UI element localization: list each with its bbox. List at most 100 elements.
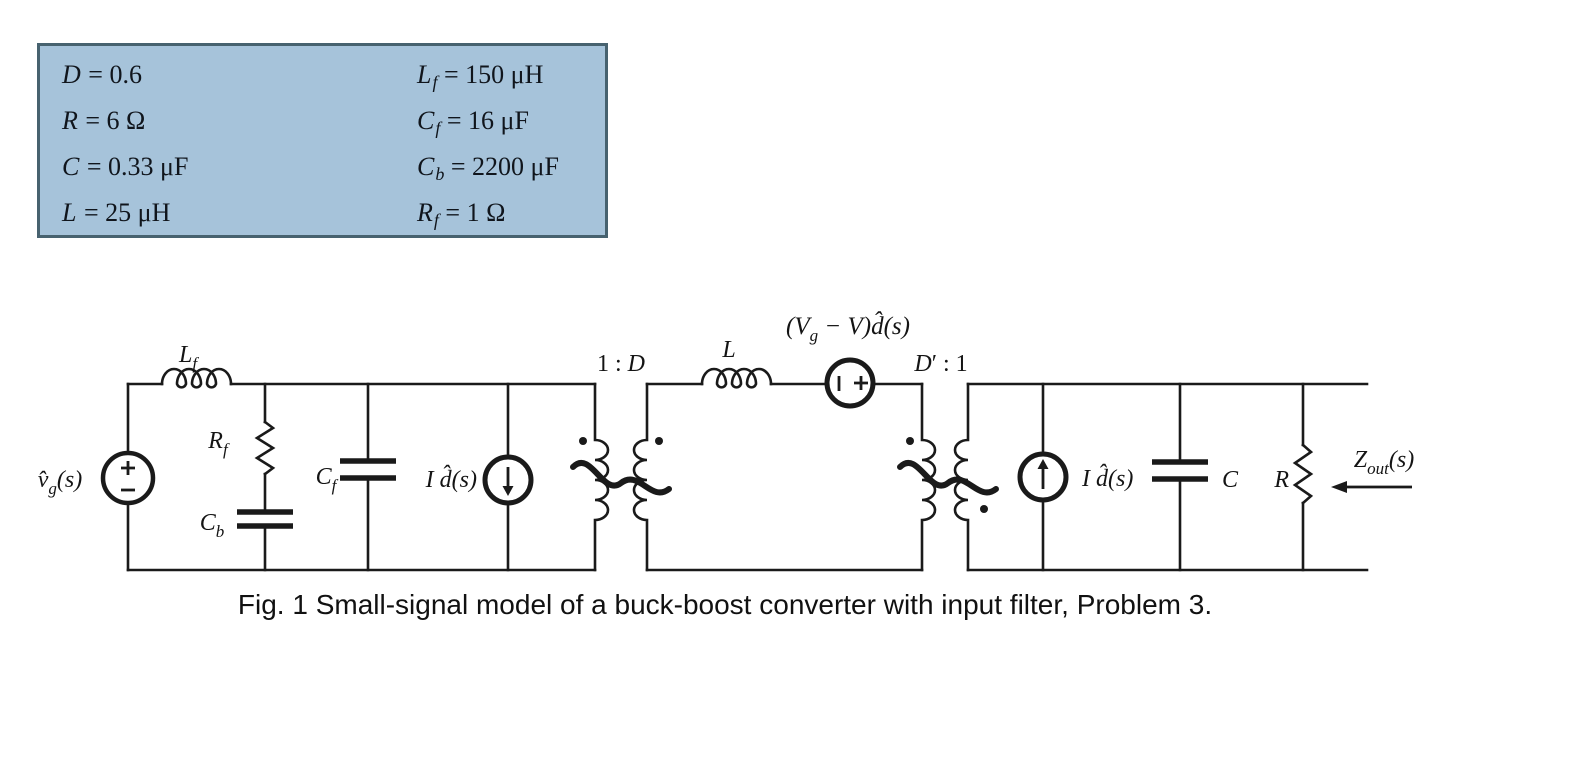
label-part: R [207,428,223,454]
parameter-column-left: D = 0.6 R = 6 Ω C = 0.33 μF L = 25 μH [62,52,188,236]
param-sub: b [435,163,445,184]
label-lf: Lf [178,342,199,373]
label-part: Z [1354,447,1368,473]
winding-secondary [632,382,649,572]
resistor-rf [254,420,276,476]
resistor-zigzag [254,420,276,476]
circuit-wires [126,382,1369,572]
winding-primary [920,382,937,572]
label-sub: f [223,440,230,459]
label-part: d̂(s) [871,311,910,340]
capacitor-c [1152,459,1208,482]
label-zout: Zout(s) [1354,447,1414,478]
param-var: C [417,152,435,181]
voltage-source-vg-minus-v [824,357,876,409]
arrow-up-icon [1037,459,1049,469]
figure-caption: Fig. 1 Small-signal model of a buck-boos… [237,589,1213,620]
label-vg: v̂g(s) [38,467,82,498]
label-turns-ratio-d1: D′ : 1 [913,351,967,377]
label-sub: out [1367,459,1390,478]
label-cf: Cf [316,464,339,495]
param-sub: f [435,117,441,138]
param-var: L [62,198,77,227]
label-r: R [1273,467,1289,493]
label-part: C [316,464,333,490]
source-circle [824,357,876,409]
param-var: R [62,106,78,135]
label-part: 1 : [597,351,628,377]
current-source-id-left [482,454,534,506]
label-part: D [913,351,931,377]
label-part: ′ : 1 [932,351,968,377]
param-value: = 150 μH [437,60,544,89]
param-value: = 6 Ω [78,106,146,135]
param-value: = 25 μH [77,198,171,227]
label-part: (s) [1389,447,1414,473]
label-part: L [178,342,192,368]
inductor-lf [160,367,233,389]
plus-icon [121,461,135,475]
ideal-transformer-squiggle [570,460,672,496]
label-sub: f [332,476,339,495]
label-part: − V) [818,313,871,340]
label-turns-ratio-1d: 1 : D [597,351,645,377]
param-row-D: D = 0.6 [62,52,188,98]
winding-secondary [953,382,970,572]
param-var: D [62,60,81,89]
winding-primary [593,382,610,572]
ideal-transformer-squiggle [897,460,999,496]
label-part: v̂ [38,467,49,493]
label-sub: b [216,522,225,541]
label-id-left: I d̂(s) [425,465,477,493]
capacitor-cb [237,509,293,529]
param-value: = 16 μF [440,106,529,135]
label-sub: f [192,354,199,373]
label-cb: Cb [200,510,225,541]
label-part: C [200,510,217,536]
param-sub: f [433,209,439,230]
arrow-down-icon [502,486,514,496]
polarity-dot [655,437,663,445]
label-rf: Rf [207,428,230,459]
label-id-right: I d̂(s) [1081,464,1133,492]
voltage-source-vg [100,450,156,506]
capacitor-cf [340,458,396,481]
param-var: C [62,152,80,181]
transformer-1-to-d [570,382,672,572]
polarity-dot [579,437,587,445]
param-value: = 0.33 μF [80,152,189,181]
inductor-coil [160,367,233,389]
label-sub: g [48,479,57,498]
current-source-id-right [1017,451,1069,503]
arrow-left-icon [1331,481,1347,493]
label-c: C [1222,467,1239,493]
param-var: L [417,60,432,89]
polarity-dot [906,437,914,445]
param-value: = 2200 μF [444,152,559,181]
resistor-r [1292,443,1314,505]
param-row-C: C = 0.33 μF [62,144,188,190]
label-vsrc: (Vg − V)d̂(s) [786,311,910,345]
param-row-R: R = 6 Ω [62,98,188,144]
label-part: (s) [57,467,82,493]
param-value: = 0.6 [81,60,142,89]
param-var: C [417,106,435,135]
source-circle [100,450,156,506]
param-sub: f [432,71,438,92]
zout-arrow [1331,481,1412,493]
transformer-dprime-to-1 [897,382,999,572]
resistor-zigzag [1292,443,1314,505]
param-value: = 1 Ω [438,198,506,227]
param-row-L: L = 25 μH [62,190,188,236]
label-part: (V [786,313,812,340]
label-l: L [721,337,735,363]
plus-icon [854,376,868,390]
